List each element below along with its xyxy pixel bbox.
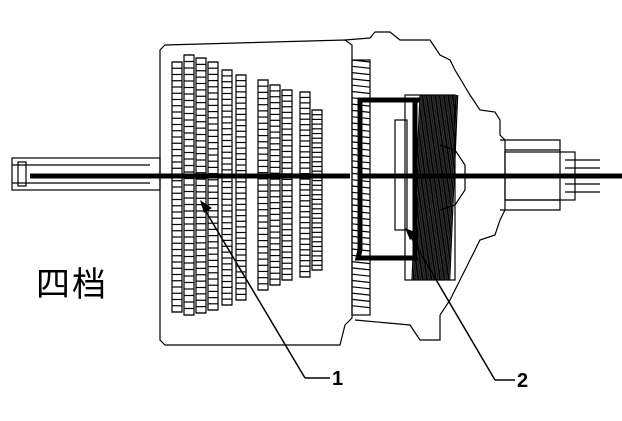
callout-2-arrowhead: [405, 228, 417, 240]
callout-1-leader: [201, 204, 330, 379]
middle-gear-stack: [257, 79, 323, 291]
power-flow-path: [30, 97, 622, 261]
callout-1-label: 1: [332, 368, 343, 390]
output-shaft: [439, 144, 600, 211]
left-gear-stack: [171, 54, 247, 316]
callout-2-label: 2: [517, 370, 528, 392]
callout-2-leader: [407, 231, 515, 381]
gear-position-label: 四档: [36, 265, 108, 305]
callout-1-arrowhead: [200, 200, 212, 213]
